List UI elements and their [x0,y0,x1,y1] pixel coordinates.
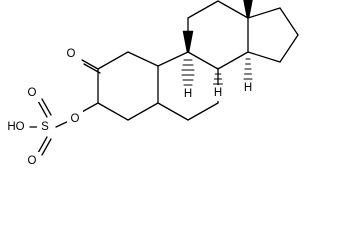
sulfur-label: S [41,121,49,133]
stereo-hashes [181,58,253,86]
hydroxyl-label: HO [7,121,24,133]
sulfonyl-oxygen-bottom-label: O [28,155,37,167]
ester-oxygen-label: O [71,113,80,125]
atom-labels: O O S O O HO H H H [4,45,255,170]
ring-d [247,7,299,63]
substituent-bonds [29,59,101,156]
steroid-sulfate-structure: O O S O O HO H H H [4,0,299,170]
hydrogen-c8-label: H [214,87,222,99]
stereo-wedges [182,0,253,53]
ring-a [97,51,159,121]
sulfonyl-oxygen-top-label: O [28,87,37,99]
hydrogen-c14-label: H [244,82,252,94]
hydrogen-c9-label: H [184,88,192,100]
ring-c [187,0,249,70]
oxo-oxygen-label: O [67,48,76,60]
